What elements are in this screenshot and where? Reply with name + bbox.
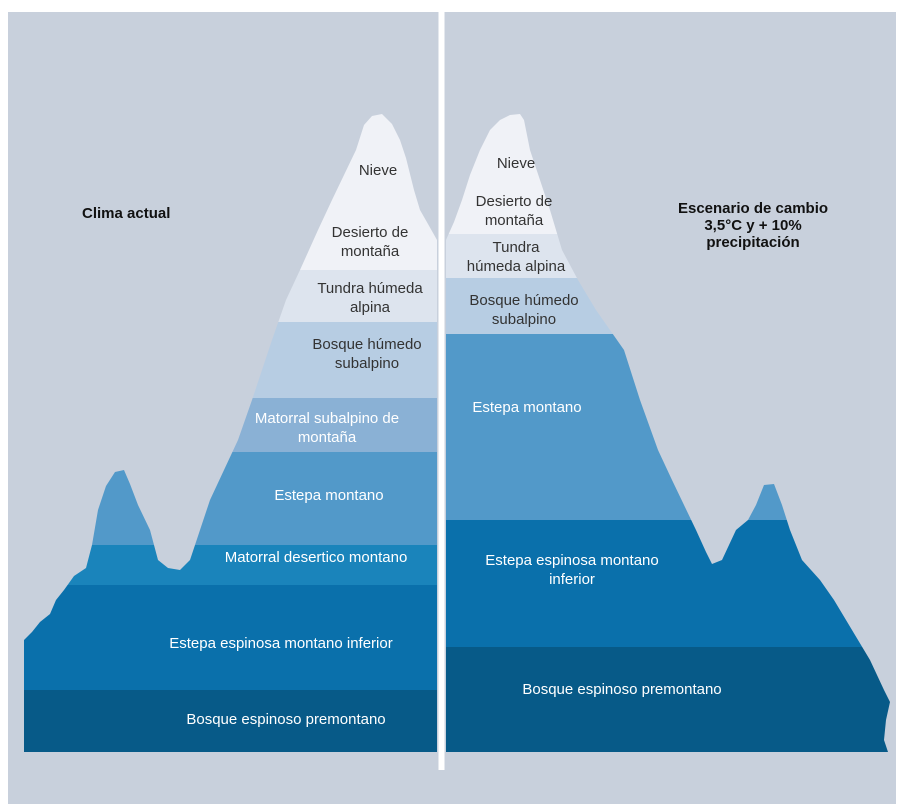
zone-band-right-7: [446, 647, 890, 752]
zone-label-right-1: Nieve: [497, 155, 535, 172]
zone-label-left-8: Estepa espinosa montano inferior: [169, 635, 392, 652]
zone-label-left-7: Matorral desertico montano: [225, 549, 408, 566]
right-title-line-1: Escenario de cambio: [677, 200, 829, 217]
zone-label-left-6: Estepa montano: [274, 487, 383, 504]
zone-label-right-7: Bosque espinoso premontano: [522, 681, 721, 698]
left-title: Clima actual: [82, 205, 171, 222]
zone-label-left-9: Bosque espinoso premontano: [186, 711, 385, 728]
zone-band-left-9: [24, 690, 437, 752]
zone-label-left-1: Nieve: [359, 162, 397, 179]
right-title: Escenario de cambio 3,5°C y + 10% precip…: [638, 200, 868, 251]
right-title-line-2: 3,5°C y + 10%: [704, 217, 802, 234]
right-title-line-3: precipitación: [706, 234, 800, 251]
zone-band-left-7: [24, 545, 437, 585]
zone-band-left-8: [24, 585, 437, 690]
zone-label-right-5: Estepa montano: [472, 399, 581, 416]
